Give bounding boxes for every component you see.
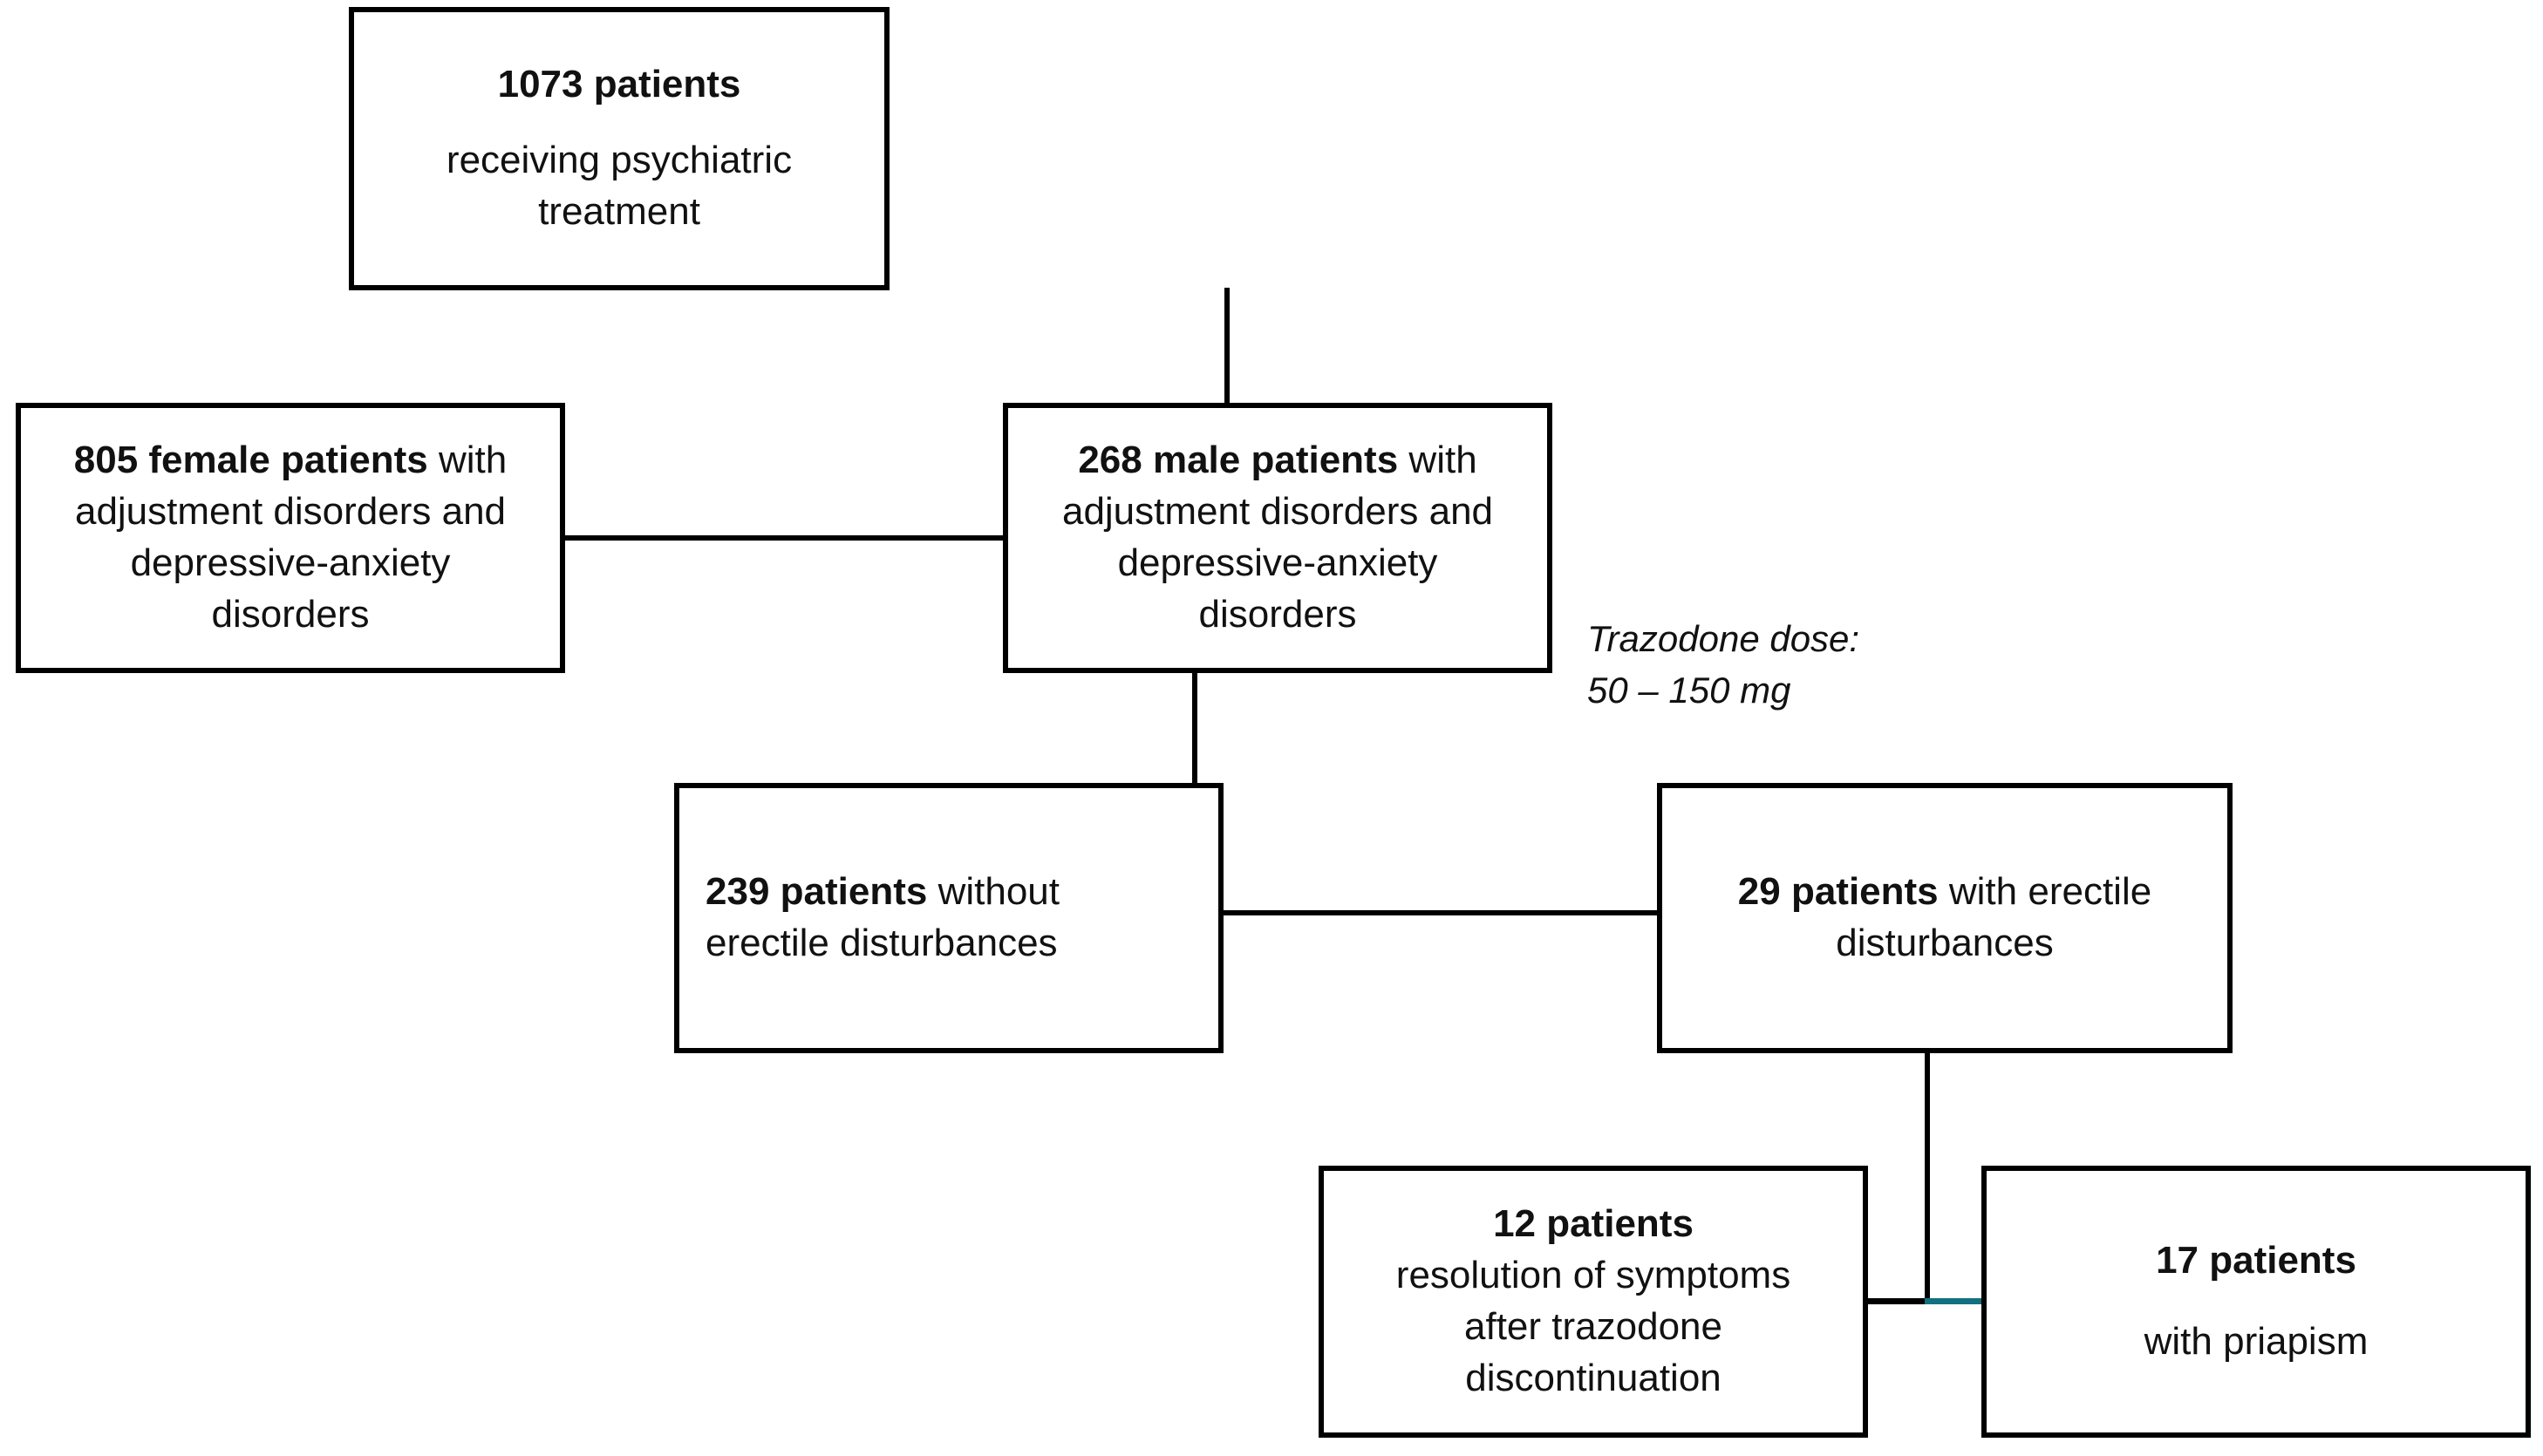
node-male-patients-line2: adjustment disorders and bbox=[1061, 490, 1494, 534]
node-with-erectile-line2: disturbances bbox=[1836, 922, 2054, 964]
node-female-patients-line3: depressive-anxiety bbox=[130, 541, 451, 584]
node-priapism-count: 17 patients bbox=[2156, 1239, 2356, 1283]
node-without-erectile-disturbances: 239 patients without erectile disturbanc… bbox=[674, 783, 1224, 1053]
node-total-patients: 1073 patients receiving psychiatric trea… bbox=[349, 7, 890, 290]
node-priapism: 17 patients with priapism bbox=[1981, 1166, 2531, 1438]
connector-level4-horizontal-left bbox=[1868, 1298, 1930, 1304]
connector-level3-horizontal-bus bbox=[1221, 910, 1659, 915]
node-resolution-line1: resolution of symptoms bbox=[1395, 1254, 1791, 1297]
node-total-patients-desc-line1: receiving psychiatric bbox=[446, 139, 793, 182]
node-without-erectile-headline: 239 patients without bbox=[706, 870, 1060, 914]
node-male-patients-line3: depressive-anxiety bbox=[1117, 541, 1438, 584]
connector-level4-horizontal-right bbox=[1925, 1298, 1986, 1304]
node-without-erectile-line2: erectile disturbances bbox=[706, 922, 1058, 964]
node-priapism-line1: with priapism bbox=[2144, 1320, 2369, 1363]
node-female-patients-line2: adjustment disorders and bbox=[74, 490, 507, 534]
trazodone-dose-line1: Trazodone dose: bbox=[1587, 617, 1860, 659]
node-male-patients: 268 male patients with adjustment disord… bbox=[1003, 403, 1552, 673]
trazodone-dose-line2: 50 – 150 mg bbox=[1587, 669, 1791, 711]
node-male-patients-headline: 268 male patients with bbox=[1078, 439, 1477, 482]
node-resolution-line3: discontinuation bbox=[1465, 1356, 1721, 1399]
node-with-erectile-disturbances: 29 patients with erectile disturbances bbox=[1657, 783, 2233, 1053]
node-total-patients-count: 1073 patients bbox=[497, 63, 741, 106]
node-male-patients-line4: disorders bbox=[1198, 592, 1357, 636]
trazodone-dose-annotation: Trazodone dose: 50 – 150 mg bbox=[1587, 562, 1953, 716]
node-female-patients-headline: 805 female patients with bbox=[73, 439, 508, 482]
node-with-erectile-headline: 29 patients with erectile bbox=[1737, 870, 2152, 914]
node-female-patients-line4: disorders bbox=[211, 592, 370, 636]
connector-level2-horizontal-bus bbox=[562, 535, 1006, 541]
node-resolution-count: 12 patients bbox=[1493, 1202, 1694, 1246]
node-female-patients: 805 female patients with adjustment diso… bbox=[16, 403, 565, 673]
node-total-patients-desc-line2: treatment bbox=[538, 189, 700, 233]
node-resolution-after-discontinuation: 12 patients resolution of symptoms after… bbox=[1319, 1166, 1868, 1438]
node-resolution-line2: after trazodone bbox=[1464, 1305, 1722, 1348]
connector-erectile-to-level4-vertical bbox=[1925, 1051, 1930, 1303]
